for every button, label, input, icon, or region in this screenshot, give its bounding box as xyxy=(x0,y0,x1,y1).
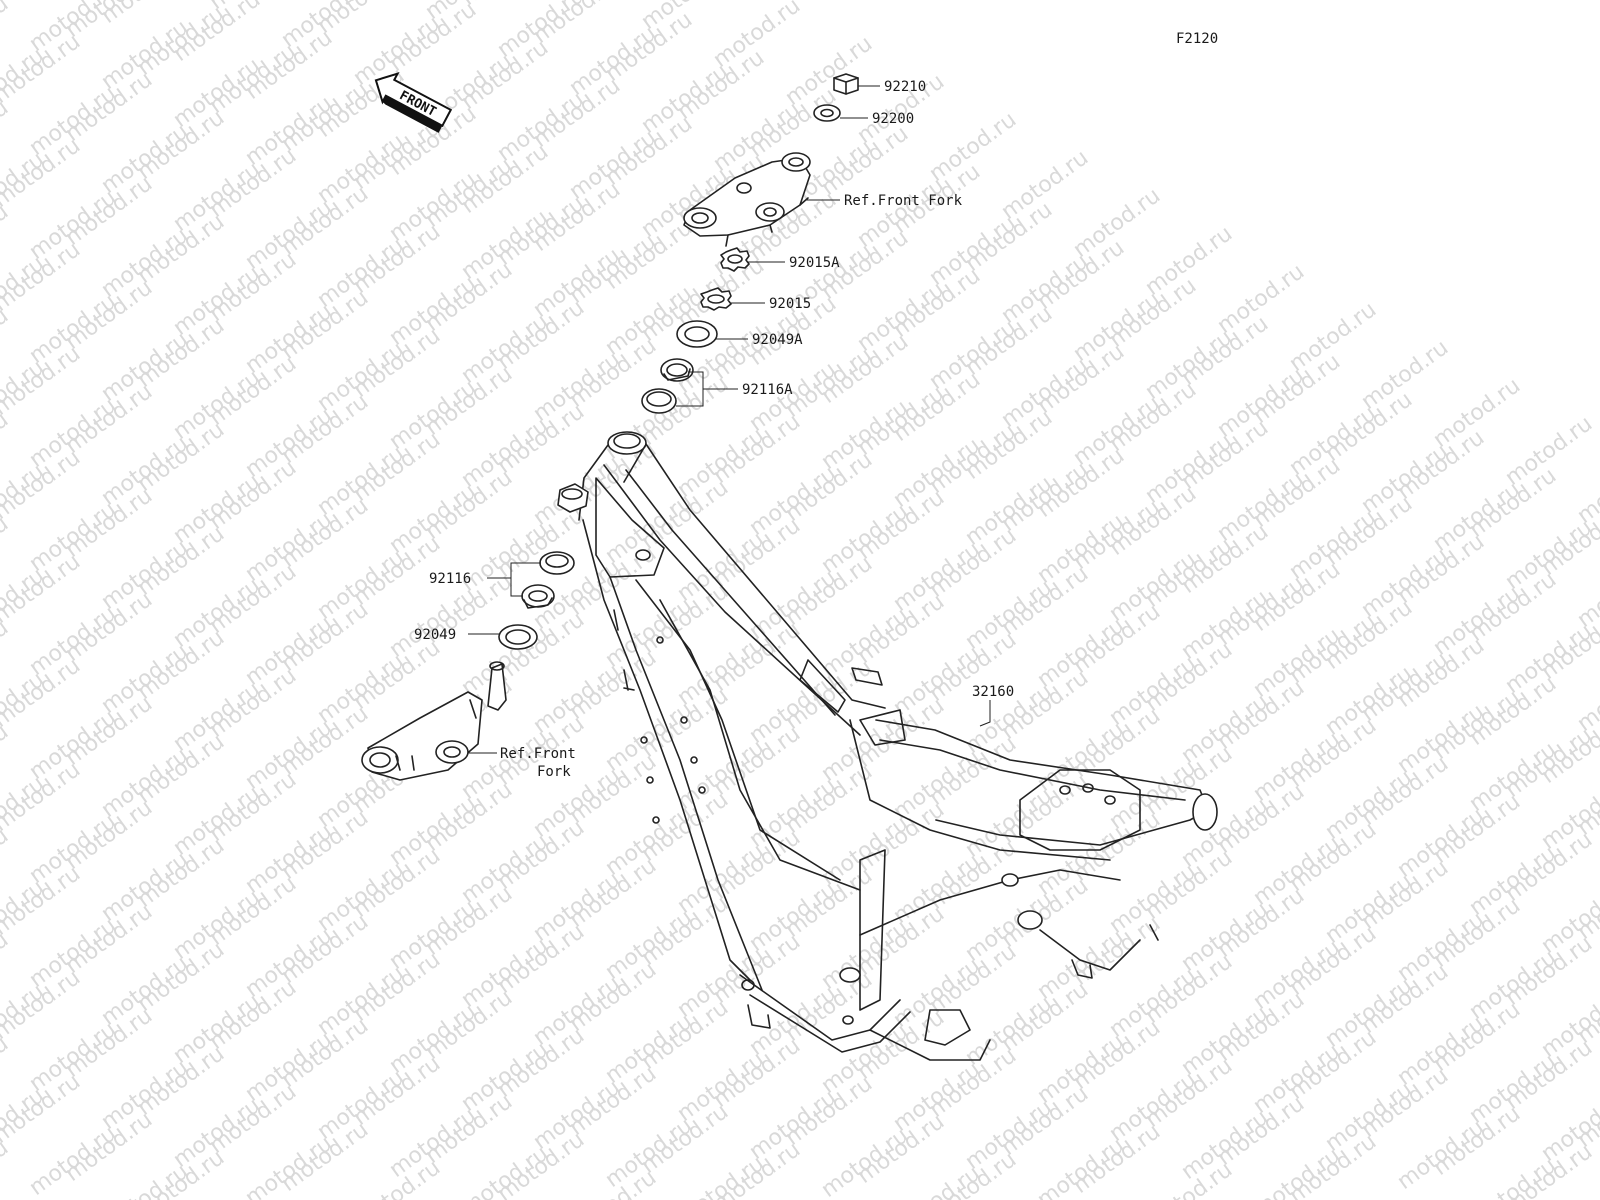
label-92210: 92210 xyxy=(884,79,926,95)
label-92116: 92116 xyxy=(429,571,471,587)
lower-fork-bracket-icon xyxy=(361,661,507,781)
part-92049-icon xyxy=(498,624,538,650)
label-92049A: 92049A xyxy=(752,332,803,348)
part-92200-icon xyxy=(813,104,841,122)
label-92015: 92015 xyxy=(769,296,811,312)
label-32160: 32160 xyxy=(972,684,1014,700)
part-92116A-icon xyxy=(641,358,694,414)
leader-92116A xyxy=(676,371,738,407)
label-ref-front-fork-bottom-1: Ref.Front xyxy=(500,746,576,762)
part-92116-icon xyxy=(521,551,575,609)
part-92015-icon xyxy=(700,287,732,311)
lower-head-race-icon xyxy=(557,483,589,513)
leader-32160 xyxy=(979,700,991,727)
frame-32160-icon xyxy=(578,431,1218,1061)
label-92200: 92200 xyxy=(872,111,914,127)
part-92049A-icon xyxy=(676,320,718,348)
diagram-code: F2120 xyxy=(1176,31,1218,47)
part-92015A-icon xyxy=(720,247,750,272)
part-92210-icon xyxy=(833,73,859,95)
label-92049: 92049 xyxy=(414,627,456,643)
front-arrow-icon: FRONT xyxy=(374,72,453,133)
label-ref-front-fork-top: Ref.Front Fork xyxy=(844,193,963,209)
upper-fork-bracket-icon xyxy=(683,152,811,247)
leader-92116 xyxy=(487,562,541,597)
label-ref-front-fork-bottom-2: Fork xyxy=(537,764,571,780)
label-92116A: 92116A xyxy=(742,382,793,398)
label-92015A: 92015A xyxy=(789,255,840,271)
